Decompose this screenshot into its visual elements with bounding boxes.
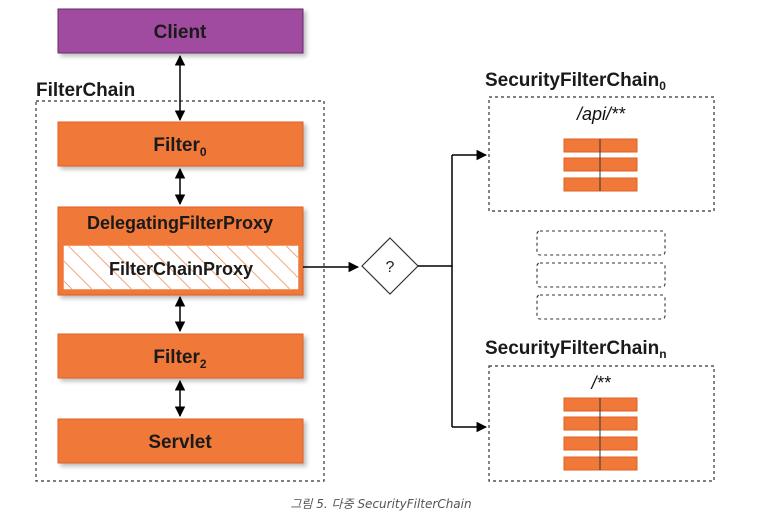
client-box — [57, 8, 304, 54]
security-chain-n-pattern: /** — [589, 373, 611, 393]
filter2-label: Filter2 — [153, 347, 206, 371]
placeholder-chain-3 — [536, 294, 666, 320]
placeholder-chain-1 — [536, 230, 666, 256]
servlet-box — [57, 418, 304, 464]
security-chain-n-box — [488, 365, 715, 482]
filter-chain-title: FilterChain — [36, 80, 135, 101]
decision-label: ? — [386, 259, 395, 276]
filter2-subscript: 2 — [200, 357, 207, 371]
security-chain-0-pattern: /api/** — [575, 104, 626, 124]
security-chain-n-title-text: SecurityFilterChain — [485, 338, 659, 359]
placeholder-chain-2 — [536, 262, 666, 288]
filter0-box — [57, 121, 304, 167]
delegating-filter-proxy-label: DelegatingFilterProxy — [87, 213, 273, 233]
filter2-box — [57, 333, 304, 379]
security-chain-n-filters — [563, 397, 638, 471]
figure-caption: 그림 5. 다중 SecurityFilterChain — [290, 497, 472, 511]
security-chain-0-box — [488, 96, 715, 212]
security-chain-n-title: SecurityFilterChainn — [485, 338, 667, 361]
filter0-text: Filter — [153, 135, 200, 156]
security-chain-0-subscript: 0 — [659, 79, 666, 93]
filter0-label: Filter0 — [153, 135, 206, 159]
security-chain-0-filters — [563, 138, 638, 192]
filter2-text: Filter — [153, 347, 200, 368]
decision-diamond — [361, 237, 419, 295]
filter-chain-proxy-label: FilterChainProxy — [109, 259, 253, 279]
branch-connector — [418, 155, 453, 267]
security-chain-0-title: SecurityFilterChain0 — [485, 70, 666, 93]
security-chain-n-subscript: n — [659, 347, 666, 361]
security-chain-0-title-text: SecurityFilterChain — [485, 70, 659, 91]
servlet-label: Servlet — [148, 432, 212, 453]
filter-chain-proxy-hatch — [63, 245, 299, 290]
client-label: Client — [154, 22, 207, 43]
filter0-subscript: 0 — [200, 145, 207, 159]
